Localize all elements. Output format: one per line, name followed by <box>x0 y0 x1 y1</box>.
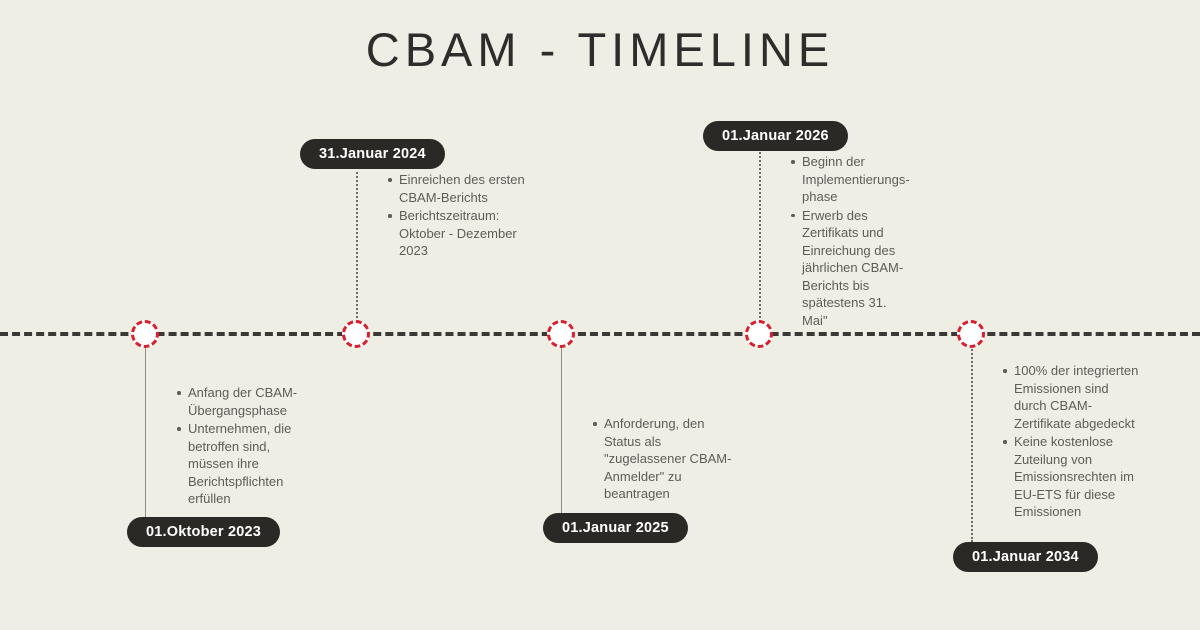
milestone-marker-icon <box>342 320 370 348</box>
milestone-date-badge[interactable]: 01.Januar 2034 <box>953 542 1098 572</box>
milestone-marker-icon <box>547 320 575 348</box>
list-item: Anfang der CBAM-Übergangsphase <box>177 384 312 419</box>
milestone-connector <box>971 334 973 542</box>
milestone-marker-icon <box>957 320 985 348</box>
list-item: 100% der integrierten Emissionen sind du… <box>1003 362 1142 432</box>
milestone-date-badge[interactable]: 01.Oktober 2023 <box>127 517 281 547</box>
milestone-connector <box>145 334 146 522</box>
milestone-date-badge[interactable]: 31.Januar 2024 <box>300 139 445 169</box>
milestone-date-badge[interactable]: 01.Januar 2025 <box>543 513 688 543</box>
list-item: Berichtszeitraum: Oktober - Dezember 202… <box>388 207 527 260</box>
milestone-connector <box>561 334 562 514</box>
list-item: Einreichen des ersten CBAM-Berichts <box>388 171 527 206</box>
milestone-bullets: Beginn der Implementierungs-phase Erwerb… <box>787 153 912 330</box>
list-item: Anforderung, den Status als "zugelassene… <box>593 416 732 501</box>
milestone-connector <box>759 149 761 334</box>
milestone-marker-icon <box>131 320 159 348</box>
list-item: Unternehmen, die betroffen sind, müssen … <box>177 420 312 508</box>
list-item: Beginn der Implementierungs-phase <box>791 153 912 206</box>
milestone-marker-icon <box>745 320 773 348</box>
milestone-connector <box>356 167 358 334</box>
milestone-date-badge[interactable]: 01.Januar 2026 <box>703 121 848 151</box>
list-item: Keine kostenlose Zuteilung von Emissions… <box>1003 433 1142 521</box>
page-title: CBAM - TIMELINE <box>365 23 835 76</box>
milestone-bullets: Einreichen des ersten CBAM-Berichts Beri… <box>384 171 527 261</box>
milestone-bullets: 100% der integrierten Emissionen sind du… <box>999 362 1142 522</box>
milestone-bullets: Anforderung, den Status als "zugelassene… <box>589 415 732 504</box>
list-item: Erwerb des Zertifikats und Einreichung d… <box>791 207 912 330</box>
timeline-axis <box>0 332 1200 336</box>
milestone-bullets: Anfang der CBAM-Übergangsphase Unternehm… <box>173 384 312 509</box>
